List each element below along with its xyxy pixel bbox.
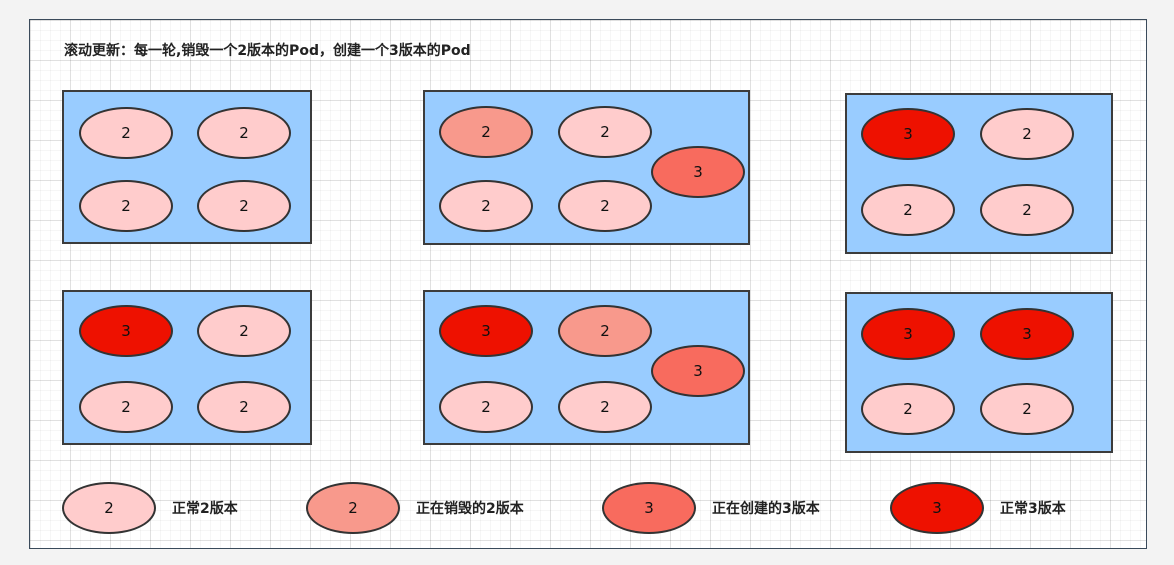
- pod: 3: [980, 308, 1074, 360]
- pod: 3: [861, 308, 955, 360]
- pod-label: 2: [1022, 125, 1032, 143]
- pod: 2: [79, 107, 173, 159]
- node-box-4: 3 2 2 2: [62, 290, 312, 445]
- pod: 2: [439, 106, 533, 158]
- legend-pod: 3: [602, 482, 696, 534]
- legend-item-normal-v2: 2 正常2版本: [62, 482, 238, 534]
- legend-label: 正在创建的3版本: [712, 501, 820, 517]
- pod-label: 2: [481, 197, 491, 215]
- node-box-1: 2 2 2 2: [62, 90, 312, 244]
- pod-label: 2: [481, 123, 491, 141]
- pod: 2: [439, 180, 533, 232]
- pod: 2: [861, 383, 955, 435]
- legend-pod: 3: [890, 482, 984, 534]
- pod-label: 3: [932, 499, 942, 517]
- legend-pod: 2: [306, 482, 400, 534]
- pod: 2: [980, 108, 1074, 160]
- pod-label: 2: [121, 197, 131, 215]
- node-box-3: 3 2 2 2: [845, 93, 1113, 254]
- legend-item-destroying-v2: 2 正在销毁的2版本: [306, 482, 524, 534]
- pod-label: 2: [239, 322, 249, 340]
- pod-label: 3: [481, 322, 491, 340]
- pod-label: 3: [644, 499, 654, 517]
- pod-label: 3: [903, 125, 913, 143]
- pod: 3: [861, 108, 955, 160]
- pod-label: 2: [1022, 400, 1032, 418]
- pod: 2: [861, 184, 955, 236]
- legend-label: 正常3版本: [1000, 501, 1066, 517]
- pod-label: 2: [121, 398, 131, 416]
- pod-label: 2: [239, 398, 249, 416]
- pod: 2: [79, 381, 173, 433]
- pod-label: 2: [239, 124, 249, 142]
- legend-label: 正在销毁的2版本: [416, 501, 524, 517]
- pod-label: 2: [600, 322, 610, 340]
- pod-label: 3: [1022, 325, 1032, 343]
- pod-label: 2: [903, 400, 913, 418]
- pod-label: 2: [348, 499, 358, 517]
- pod: 2: [558, 305, 652, 357]
- node-box-6: 3 3 2 2: [845, 292, 1113, 453]
- diagram-title: 滚动更新：每一轮,销毁一个2版本的Pod，创建一个3版本的Pod: [64, 43, 471, 59]
- pod-label: 3: [693, 362, 703, 380]
- legend-item-normal-v3: 3 正常3版本: [890, 482, 1066, 534]
- legend-label: 正常2版本: [172, 501, 238, 517]
- pod: 2: [197, 305, 291, 357]
- pod: 3: [651, 146, 745, 198]
- pod: 2: [980, 184, 1074, 236]
- pod-label: 2: [481, 398, 491, 416]
- pod-label: 3: [693, 163, 703, 181]
- pod: 2: [558, 180, 652, 232]
- pod-label: 2: [600, 123, 610, 141]
- pod-label: 3: [903, 325, 913, 343]
- legend-item-creating-v3: 3 正在创建的3版本: [602, 482, 820, 534]
- pod-label: 2: [1022, 201, 1032, 219]
- pod-label: 2: [600, 197, 610, 215]
- pod-label: 2: [121, 124, 131, 142]
- pod: 2: [79, 180, 173, 232]
- pod: 2: [980, 383, 1074, 435]
- pod: 2: [439, 381, 533, 433]
- pod: 3: [439, 305, 533, 357]
- pod: 2: [558, 381, 652, 433]
- pod: 2: [558, 106, 652, 158]
- pod-label: 2: [239, 197, 249, 215]
- pod-label: 2: [600, 398, 610, 416]
- pod: 2: [197, 107, 291, 159]
- pod-label: 3: [121, 322, 131, 340]
- pod-label: 2: [903, 201, 913, 219]
- node-box-5: 3 2 3 2 2: [423, 290, 750, 445]
- pod: 3: [79, 305, 173, 357]
- pod-label: 2: [104, 499, 114, 517]
- node-box-2: 2 2 3 2 2: [423, 90, 750, 245]
- pod: 3: [651, 345, 745, 397]
- pod: 2: [197, 381, 291, 433]
- legend-pod: 2: [62, 482, 156, 534]
- pod: 2: [197, 180, 291, 232]
